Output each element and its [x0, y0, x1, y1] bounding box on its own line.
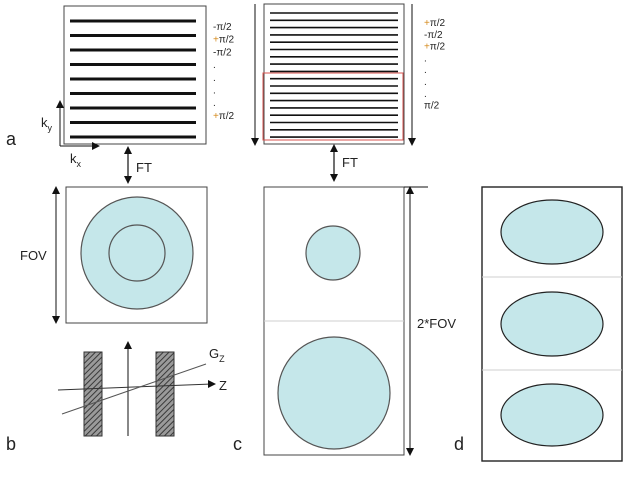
ft-arrow-left: FT: [124, 146, 152, 184]
phase-label: .: [213, 98, 216, 109]
phase-label: +π/2: [213, 111, 235, 122]
ellipse-bottom: [500, 383, 604, 447]
inner-circle: [108, 224, 166, 282]
fov2-label: 2*FOV: [417, 316, 456, 331]
phase-label: -π/2: [213, 47, 232, 58]
panel-label-d: d: [454, 434, 464, 454]
ellipse-stack: [481, 186, 623, 462]
fov-image-double: 2*FOV: [263, 186, 456, 456]
fov-label: FOV: [20, 248, 47, 263]
phase-label: .: [213, 86, 216, 97]
gradient-diagram: GZ Z: [57, 341, 227, 437]
gz-label: GZ: [209, 346, 225, 364]
phase-label: +π/2: [424, 42, 446, 53]
phase-label: .: [424, 53, 427, 64]
kspace-left-lines: [70, 19, 196, 139]
ellipse-top: [500, 199, 604, 265]
ellipse-middle: [500, 291, 604, 357]
phase-label: +π/2: [213, 35, 235, 46]
phase-label: π/2: [424, 101, 440, 112]
small-circle: [305, 225, 361, 281]
phase-label: -π/2: [213, 22, 232, 33]
kspace-highlight-box: [262, 72, 404, 141]
phase-label: .: [213, 60, 216, 71]
phase-label: .: [424, 89, 427, 100]
phase-label: +π/2: [424, 18, 446, 29]
panel-label-c: c: [233, 434, 242, 454]
ft-label-right: FT: [342, 155, 358, 170]
phase-list-right: +π/2-π/2+π/2....π/2: [424, 18, 446, 112]
ky-label: ky: [41, 115, 53, 133]
panel-label-a: a: [6, 129, 17, 149]
slab-left: [83, 351, 103, 437]
phase-list-left: -π/2+π/2-π/2....+π/2: [213, 22, 235, 122]
phase-label: -π/2: [424, 30, 443, 41]
ft-arrow-right: FT: [330, 144, 358, 182]
kx-label: kx: [70, 151, 82, 169]
phase-label: .: [213, 73, 216, 84]
fov-image-left: FOV: [20, 186, 208, 324]
large-circle: [277, 336, 391, 450]
phase-label: .: [424, 77, 427, 88]
slab-right: [155, 351, 175, 437]
z-label: Z: [219, 378, 227, 393]
ft-label-left: FT: [136, 160, 152, 175]
kspace-right: [251, 3, 416, 146]
kspace-left: [63, 5, 207, 145]
phase-label: .: [424, 65, 427, 76]
panel-label-b: b: [6, 434, 16, 454]
kspace-right-lines: [270, 12, 398, 138]
k-axes: ky kx: [41, 100, 100, 169]
